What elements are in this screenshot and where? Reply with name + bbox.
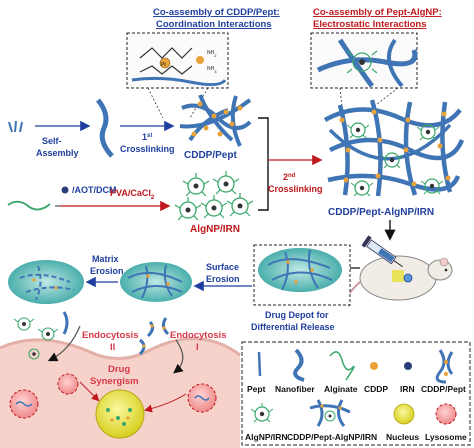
pt-label: Pt (161, 62, 166, 68)
merge-bracket (258, 117, 269, 211)
lysosome-mid (57, 373, 79, 395)
pept-nanofiber-icon (96, 98, 114, 158)
drug-synergism-label-1: Drug (108, 364, 130, 375)
title-pept-algnp-line1: Co-assembly of Pept-AlgNP: (313, 7, 442, 18)
endocytosis-i-arrow (173, 339, 184, 374)
legend-alginate-label: Alginate (324, 384, 358, 394)
platinum-atom-icon (159, 57, 171, 69)
released-particles (13, 311, 170, 360)
drug-depot-label-2: Differential Release (251, 322, 335, 332)
lysosome-left (9, 389, 39, 419)
platinum-atom-icon (196, 56, 204, 64)
surface-eroded-depot (120, 262, 192, 302)
title-cddp-pept-line1: Co-assembly of CDDP/Pept: (153, 7, 280, 18)
legend-irn-label: IRN (400, 384, 415, 394)
lysosome-right (187, 383, 217, 413)
algnp-irn-label: AlgNP/IRN (190, 224, 240, 235)
drug-synergism-label-2: Synergism (90, 376, 139, 387)
aot-dcm-label: /AOT/DCM (72, 185, 117, 195)
endocytosis-ii-label-2: II (110, 342, 115, 353)
pept-monomers-icon (8, 120, 23, 133)
pept-icon (257, 351, 262, 377)
second-crosslinking-label-2: Crosslinking (268, 184, 323, 194)
hybrid-network (323, 99, 465, 197)
mouse-injection-illustration (345, 235, 453, 307)
cddp-pept-legend-icon (435, 349, 454, 384)
second-crosslinking-label-1: 2nd (283, 172, 296, 182)
first-crosslinking-label-2: Crosslinking (120, 144, 175, 154)
surface-erosion-label-1: Surface (206, 262, 239, 272)
lysosome-legend-icon (435, 403, 457, 425)
alginate-icon (7, 200, 51, 211)
title-cddp-pept-line2: Coordination Interactions (156, 19, 272, 30)
electrostatic-inset (310, 32, 418, 109)
nucleus-legend-icon (393, 403, 415, 425)
cddp-pept-label: CDDP/Pept (184, 150, 237, 161)
legend-algnp-irn-label: AlgNP/IRN (245, 432, 288, 442)
pva-cacl2-label: PVA/CaCl2 (110, 188, 155, 201)
irn-icon (404, 362, 412, 370)
first-crosslinking-label-1: 1st (142, 132, 152, 142)
self-assembly-label-2: Assembly (36, 148, 79, 158)
endocytosis-ii-arrow (47, 325, 81, 362)
hybrid-legend-icon (309, 399, 351, 427)
nanofiber-icon (293, 348, 305, 382)
algnp-irn-cluster (174, 171, 254, 221)
legend-hybrid-label: CDDP/Pept-AlgNP/IRN (287, 432, 377, 442)
synergism-arrow-right (144, 393, 187, 413)
legend-nucleus-label: Nucleus (386, 432, 419, 442)
irn-drug-icon (61, 186, 69, 194)
nh2-label: NH2 (207, 50, 217, 58)
legend-cddp-label: CDDP (364, 384, 388, 394)
cddp-icon (370, 362, 378, 370)
synergism-arrow-left (79, 381, 100, 402)
nucleus (95, 389, 145, 439)
nh3-label: NH3 (207, 66, 217, 74)
title-cddp-pept: Co-assembly of CDDP/Pept: Coordination I… (153, 7, 280, 30)
legend-cddp-pept-label: CDDP/Pept (421, 384, 466, 394)
alginate-legend-icon (329, 351, 355, 381)
cddp-pept-network (179, 94, 252, 147)
self-assembly-label-1: Self- (42, 136, 62, 146)
hybrid-label: CDDP/Pept-AlgNP/IRN (328, 207, 434, 218)
matrix-eroded-depot (8, 260, 84, 304)
legend-pept-label: Pept (247, 384, 266, 394)
algnp-irn-legend-icon (250, 403, 274, 423)
endocytosis-i-label-1: Endocytosis (170, 330, 227, 341)
title-pept-algnp-line2: Electrostatic Interactions (313, 19, 427, 30)
legend-lysosome-label: Lysosome (425, 432, 467, 442)
endocytosis-ii-label-1: Endocytosis (82, 330, 139, 341)
drug-depot-label-1: Drug Depot for (265, 310, 329, 320)
endocytosis-i-label-2: I (196, 342, 199, 353)
coordination-inset: Pt NH2 NH3 (126, 32, 229, 119)
title-pept-algnp: Co-assembly of Pept-AlgNP: Electrostatic… (313, 7, 442, 30)
legend: Pept Nanofiber Alginate CDDP IRN CDDP/Pe… (241, 341, 471, 446)
surface-erosion-label-2: Erosion (206, 274, 240, 284)
legend-nanofiber-label: Nanofiber (275, 384, 315, 394)
drug-depot (253, 244, 351, 306)
matrix-erosion-label-2: Erosion (90, 266, 124, 276)
matrix-erosion-label-1: Matrix (92, 254, 119, 264)
